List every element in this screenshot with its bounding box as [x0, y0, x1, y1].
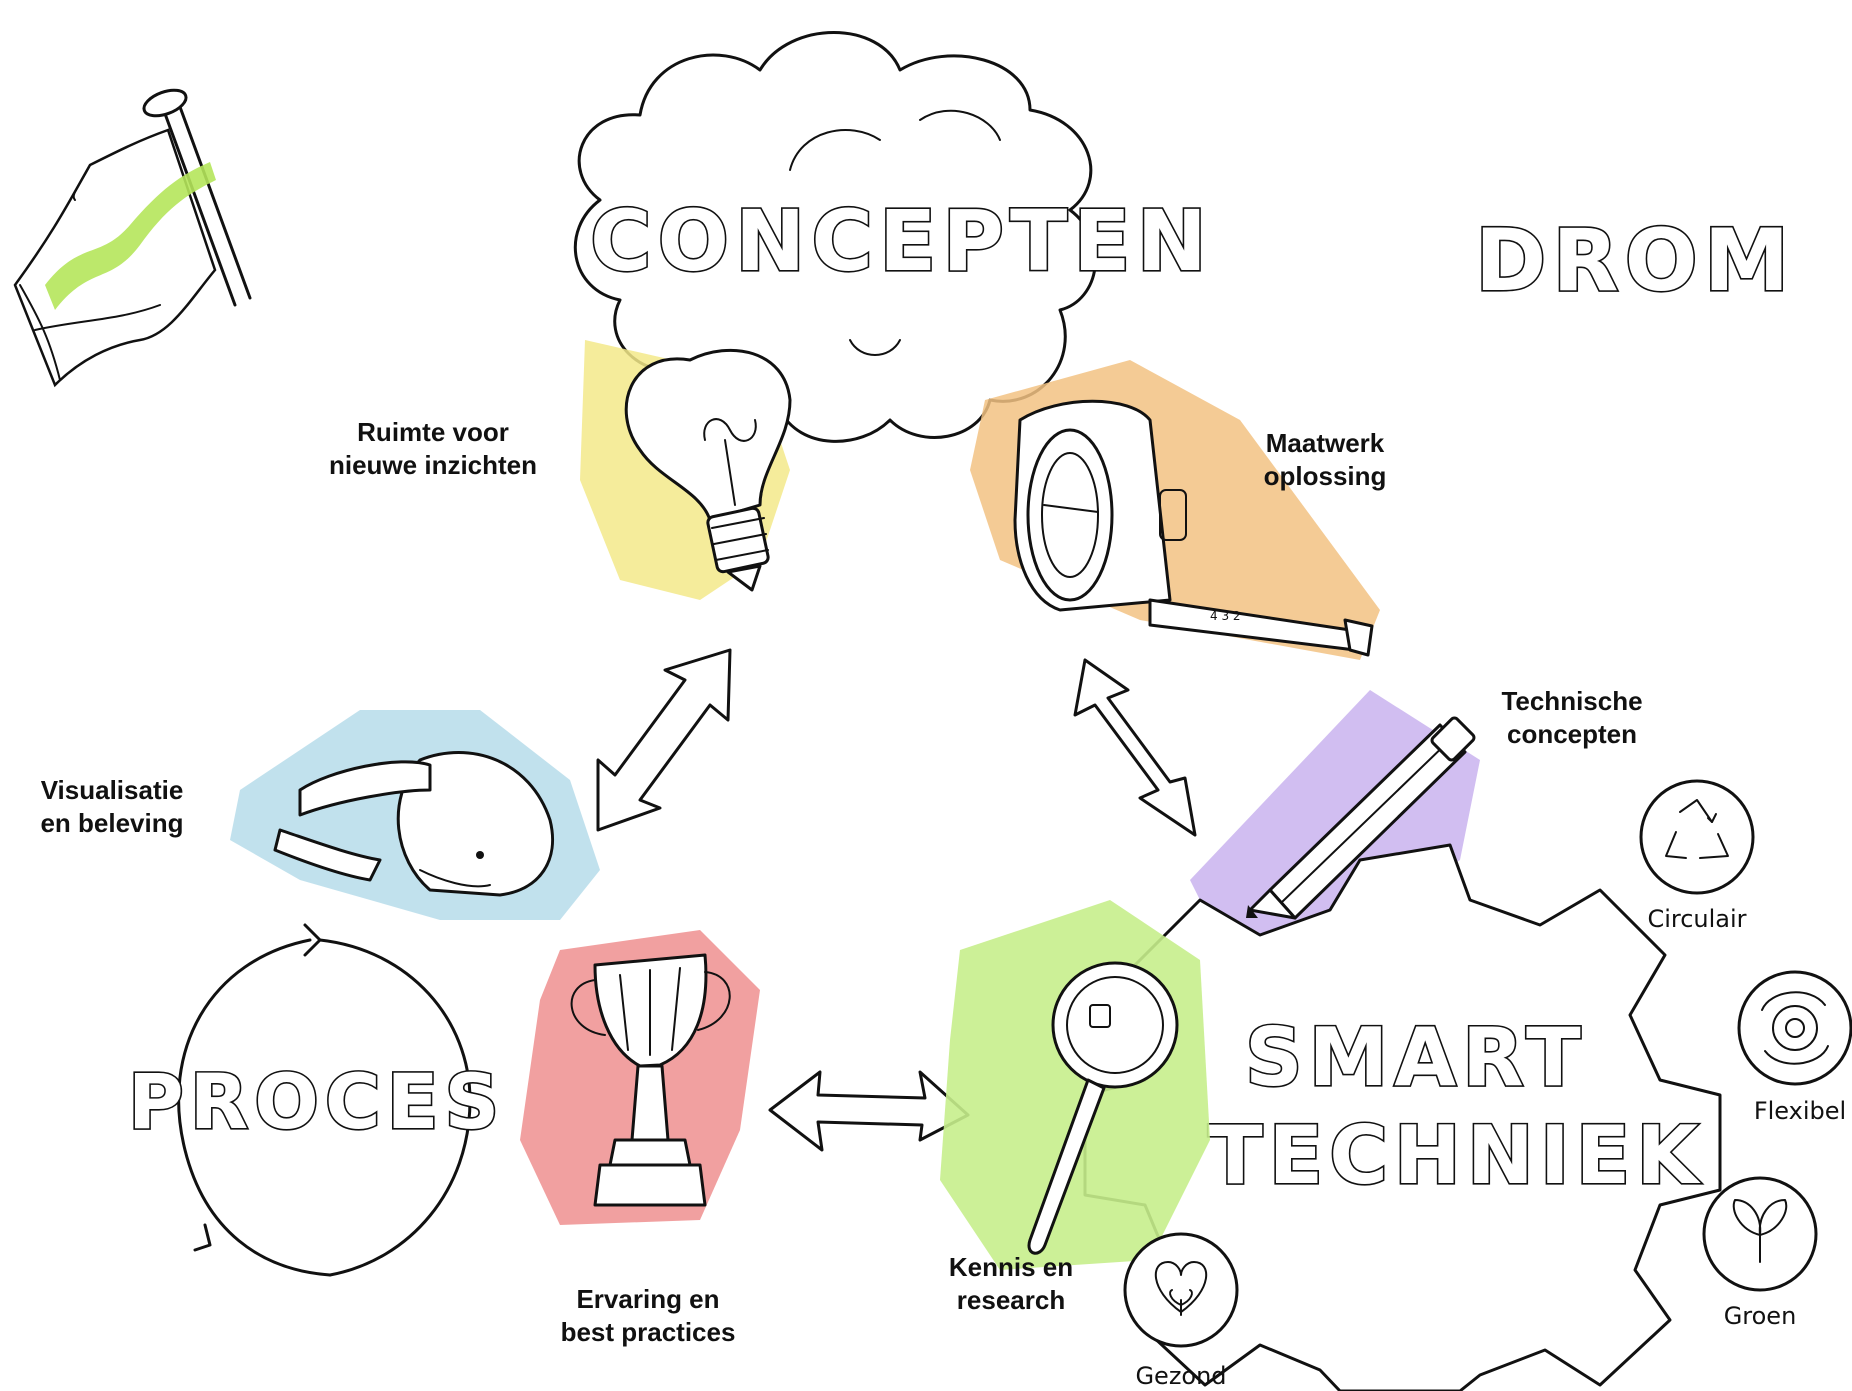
svg-text:4 3 2: 4 3 2	[1210, 609, 1241, 623]
dromen-title: DROM	[1475, 211, 1795, 311]
visualisatie-label-1: Visualisatie	[41, 775, 184, 805]
maatwerk-label-2: oplossing	[1264, 461, 1387, 491]
smart-title: SMART	[1245, 1011, 1587, 1104]
ervaring-label-2: best practices	[561, 1317, 736, 1347]
lightbulb-icon	[580, 340, 792, 600]
double-arrow-right	[1073, 658, 1197, 837]
magnifier-icon	[940, 900, 1210, 1270]
technische-label-1: Technische	[1501, 686, 1642, 716]
vr-headset-icon	[230, 710, 600, 920]
gear-cycle-icon	[1761, 991, 1829, 1065]
badge-flexibel	[1737, 970, 1852, 1086]
badge-groen	[1702, 1176, 1818, 1292]
heart-icon	[1154, 1261, 1208, 1316]
ervaring-label-1: Ervaring en	[576, 1284, 719, 1314]
ruimte-label-2: nieuwe inzichten	[329, 450, 537, 480]
technische-label-2: concepten	[1507, 719, 1637, 749]
leaf-icon	[1732, 1199, 1788, 1263]
flag-icon	[13, 88, 252, 388]
double-arrow-bottom	[768, 1070, 970, 1152]
circulair-label: Circulair	[1647, 905, 1746, 933]
visualisatie-label-2: en beleving	[40, 808, 183, 838]
double-arrow-left	[596, 648, 732, 832]
concepten-title: CONCEPTEN	[590, 192, 1213, 290]
techniek-title: TECHNIEK	[1208, 1109, 1704, 1202]
maatwerk-label-1: Maatwerk	[1266, 428, 1385, 458]
flag-stripe	[45, 162, 216, 310]
gezond-label: Gezond	[1135, 1362, 1226, 1390]
trophy-icon	[520, 930, 760, 1225]
proces-title: PROCES	[128, 1057, 505, 1146]
tape-measure-icon: 4 3 2	[970, 360, 1380, 660]
badge-gezond	[1123, 1232, 1239, 1348]
kennis-label-2: research	[957, 1285, 1065, 1315]
flexibel-label: Flexibel	[1754, 1097, 1846, 1125]
badge-circulair	[1639, 779, 1755, 895]
kennis-label-1: Kennis en	[949, 1252, 1073, 1282]
recycle-icon	[1665, 799, 1729, 859]
ruimte-label-1: Ruimte voor	[357, 417, 509, 447]
cycle-arrow-icon	[177, 923, 472, 1277]
groen-label: Groen	[1724, 1302, 1797, 1330]
